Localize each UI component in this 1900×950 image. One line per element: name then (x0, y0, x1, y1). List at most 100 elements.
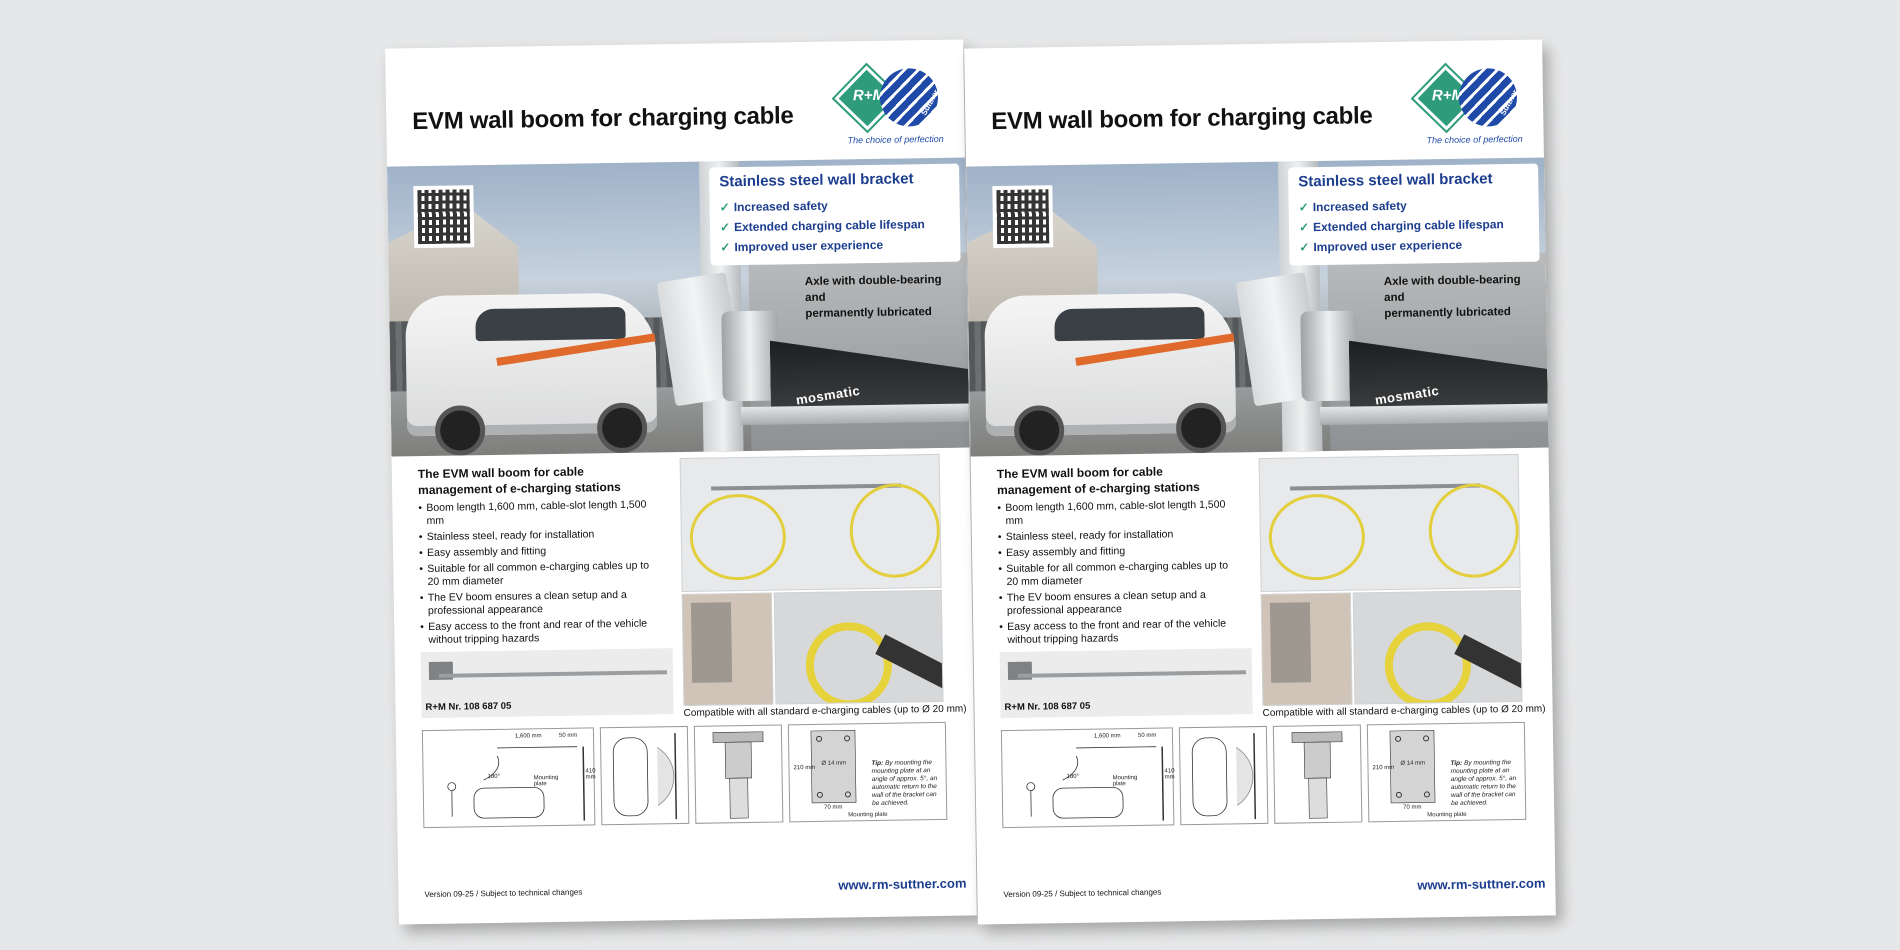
technical-drawings: 1,600 mm 50 mm 180° Mounting plate 410 m… (421, 721, 948, 829)
page-header: EVM wall boom for charging cable R+M Sut… (385, 40, 965, 167)
feature-item: Stainless steel, ready for installation (419, 527, 659, 544)
van-image (405, 292, 658, 456)
callout-item: ✓Extended charging cable lifespan (720, 214, 925, 237)
feature-item: The EV boom ensures a clean setup and a … (999, 588, 1239, 618)
check-icon: ✓ (1299, 240, 1310, 255)
mounting-plate-svg (810, 729, 857, 804)
boom-product-image: R+M Nr. 108 687 05 (420, 648, 674, 719)
brochure-page-left: EVM wall boom for charging cable R+M Sut… (385, 39, 977, 925)
feature-item: Easy assembly and fitting (998, 543, 1238, 560)
logo-tagline: The choice of perfection (847, 133, 944, 146)
van-wheel-front (1013, 405, 1065, 456)
axle-line: permanently lubricated (1384, 306, 1512, 321)
dim-offset: 50 mm (558, 732, 578, 739)
boom-bar (438, 670, 668, 678)
cable-coil-right (1428, 482, 1520, 579)
rm-suttner-logo: R+M Suttner The choice of perfection (1413, 65, 1528, 160)
van-window (1054, 306, 1205, 342)
dim-boom-length: 1,600 mm (1093, 733, 1121, 740)
drawing-axle-detail (693, 724, 784, 824)
cable-guide-photo (773, 589, 944, 705)
boom-product-image: R+M Nr. 108 687 05 (999, 648, 1253, 719)
compat-caption: Compatible with all standard e-charging … (683, 703, 967, 719)
dim-plate-height: 210 mm (1372, 764, 1395, 772)
hero-photo: mosmatic Stainless steel wall bracket ✓I… (387, 157, 970, 457)
axle-annotation: Axle with double-bearing and permanently… (1384, 272, 1535, 322)
drawing-side-view: 1,600 mm 50 mm 180° Mounting plate 410 m… (1000, 727, 1175, 829)
callout-item: ✓Extended charging cable lifespan (1299, 214, 1504, 237)
callout-item: ✓Improved user experience (1299, 234, 1504, 257)
boom-bar (1017, 670, 1247, 678)
dim-plate-width: 70 mm (824, 804, 843, 811)
feature-item: Boom length 1,600 mm, cable-slot length … (997, 498, 1237, 528)
top-view-svg (612, 733, 678, 820)
callout-item-text: Extended charging cable lifespan (733, 217, 925, 235)
feature-list: Boom length 1,600 mm, cable-slot length … (418, 498, 660, 647)
van-wheel-front (434, 405, 486, 456)
dim-angle: 180° (1066, 773, 1080, 781)
axle-line: Axle with double-bearing (1383, 273, 1521, 289)
mounting-plate-svg (1389, 729, 1436, 804)
dim-height: 410 mm (585, 768, 596, 781)
version-note: Version 09-25 / Subject to technical cha… (424, 887, 583, 900)
callout-item-text: Improved user experience (734, 237, 884, 255)
compat-caption: Compatible with all standard e-charging … (1262, 703, 1546, 719)
dim-height: 410 mm (1164, 768, 1175, 781)
check-icon: ✓ (1298, 220, 1310, 235)
description-heading: The EVM wall boom for cable management o… (996, 464, 1200, 498)
drawing-mounting-plate: Ø 14 mm 210 mm 70 mm Tip: By mounting th… (1366, 721, 1527, 823)
dim-bolt-diameter: Ø 14 mm (821, 760, 847, 767)
cable-ring (1384, 621, 1472, 705)
website-link[interactable]: www.rm-suttner.com (838, 875, 967, 893)
cable-photo (1258, 453, 1521, 593)
page-header: EVM wall boom for charging cable R+M Sut… (964, 40, 1544, 167)
product-description: The EVM wall boom for cable management o… (997, 462, 1240, 650)
feature-item: Easy access to the front and rear of the… (999, 617, 1239, 647)
callout-item-text: Increased safety (1312, 198, 1407, 215)
feature-item: Stainless steel, ready for installation (998, 527, 1238, 544)
axle-detail-svg (1291, 731, 1343, 819)
dim-angle: 180° (487, 773, 501, 781)
cable-photo (679, 453, 942, 593)
version-note: Version 09-25 / Subject to technical cha… (1003, 887, 1162, 900)
side-view-svg (1026, 746, 1165, 821)
callout-item: ✓Improved user experience (720, 234, 925, 257)
boom-rail-image (1319, 403, 1549, 426)
qr-code[interactable] (413, 185, 475, 249)
feature-list: Boom length 1,600 mm, cable-slot length … (997, 498, 1239, 647)
brochure-page-right: EVM wall boom for charging cable R+M Sut… (964, 39, 1556, 925)
callout-heading: Stainless steel wall bracket (1298, 170, 1493, 191)
qr-code[interactable] (992, 185, 1054, 249)
van-window (475, 306, 626, 342)
tip-note: Tip: By mounting the mounting plate at a… (871, 759, 942, 808)
drawing-top-view (1178, 725, 1269, 826)
dim-plate-height: 210 mm (793, 764, 816, 772)
page-title: EVM wall boom for charging cable (412, 102, 794, 136)
feature-item: Boom length 1,600 mm, cable-slot length … (418, 498, 658, 528)
hero-photo: mosmatic Stainless steel wall bracket ✓I… (966, 157, 1549, 457)
dim-offset: 50 mm (1137, 732, 1157, 739)
callout-heading: Stainless steel wall bracket (719, 170, 914, 191)
van-image (984, 292, 1237, 456)
cable-coil-left (1268, 493, 1366, 581)
product-description: The EVM wall boom for cable management o… (418, 462, 661, 650)
van-wheel-rear (596, 402, 648, 454)
van-wheel-rear (1175, 402, 1227, 454)
axle-line: Axle with double-bearing (804, 273, 942, 289)
callout-item-text: Extended charging cable lifespan (1312, 217, 1504, 235)
feature-item: Easy access to the front and rear of the… (420, 617, 660, 647)
feature-item: Suitable for all common e-charging cable… (419, 559, 659, 589)
drawing-axle-detail (1272, 724, 1363, 824)
callout-item-text: Increased safety (733, 198, 828, 215)
label-mounting-plate: Mounting plate (533, 774, 559, 788)
cable-guide-photo (1352, 589, 1523, 705)
mounting-photo (1260, 592, 1353, 706)
feature-item: Suitable for all common e-charging cable… (998, 559, 1238, 589)
feature-item: The EV boom ensures a clean setup and a … (420, 588, 660, 618)
mounting-plate-image (690, 602, 733, 683)
website-link[interactable]: www.rm-suttner.com (1417, 875, 1546, 893)
dim-boom-length: 1,600 mm (514, 733, 542, 740)
logo-tagline: The choice of perfection (1426, 133, 1523, 146)
callout-list: ✓Increased safety ✓Extended charging cab… (1299, 194, 1505, 257)
cable-ring (805, 621, 893, 705)
